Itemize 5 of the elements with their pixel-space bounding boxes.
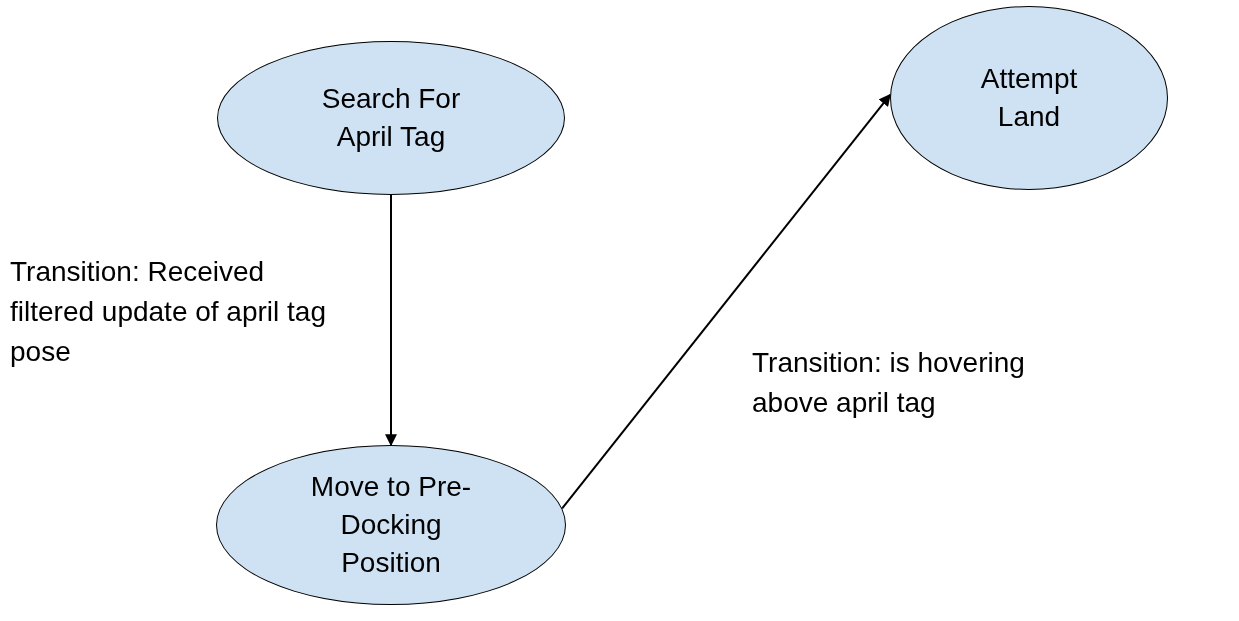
state-label: Search For April Tag xyxy=(320,82,462,154)
state-label: Attempt Land xyxy=(979,62,1079,134)
arrow xyxy=(385,194,397,447)
arrow xyxy=(561,93,892,510)
state-label: Move to Pre-Docking Position xyxy=(309,470,473,580)
